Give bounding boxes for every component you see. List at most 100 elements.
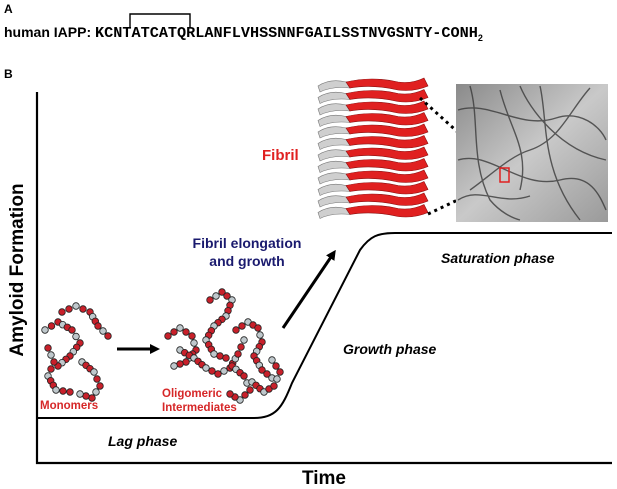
- fibril-strand-gray: [317, 172, 351, 185]
- axes: [35, 92, 612, 465]
- iapp-sequence: KCNTATCATQRLANFLVHSSNNFGAILSSTNVGSNTY-CO…: [95, 24, 478, 42]
- growth-phase-label: Growth phase: [343, 341, 437, 357]
- fibril-strand-red: [345, 204, 429, 218]
- fibril-structure: [317, 77, 429, 219]
- fibril-strand-red: [345, 158, 429, 172]
- fibril-strand-gray: [317, 126, 351, 139]
- peptide-bead: [216, 352, 224, 360]
- peptide-bead: [50, 358, 58, 366]
- fibril-strand-gray: [317, 91, 351, 104]
- peptide-bead: [272, 362, 280, 370]
- peptide-bead: [104, 332, 112, 340]
- fibril-strand-gray: [317, 160, 351, 173]
- fibril-strand-gray: [317, 183, 351, 196]
- micrograph-fiber: [519, 85, 607, 161]
- fibril-strand-red: [345, 135, 429, 149]
- peptide-bead: [268, 356, 276, 364]
- oligomeric-label-line2: Intermediates: [162, 402, 237, 414]
- peptide-bead: [256, 331, 264, 339]
- peptide-bead: [258, 366, 266, 374]
- peptide-bead: [176, 324, 184, 332]
- peptide-bead: [223, 292, 231, 300]
- micrograph-fiber: [457, 157, 607, 211]
- peptide-bead: [273, 375, 281, 383]
- x-axis-label: Time: [302, 468, 346, 489]
- peptide-bead: [90, 368, 98, 376]
- peptide-bead: [238, 322, 246, 330]
- peptide-bead: [96, 382, 104, 390]
- peptide-bead: [182, 328, 190, 336]
- y-axis-label: Amyloid Formation: [7, 183, 28, 356]
- peptide-bead: [276, 368, 284, 376]
- peptide-bead: [72, 332, 80, 341]
- peptide-bead: [237, 343, 245, 351]
- micrograph-fiber: [469, 85, 521, 221]
- oligomeric-label-line1: Oligomeric: [162, 388, 223, 400]
- peptide-bead: [254, 324, 262, 332]
- peptide-bead: [182, 358, 190, 366]
- peptide-bead: [66, 388, 74, 396]
- peptide-bead: [76, 390, 84, 398]
- peptide-bead: [170, 362, 178, 370]
- fibril-strand-gray: [317, 114, 351, 127]
- sigmoid-curve: [37, 232, 612, 419]
- peptide-bead: [263, 370, 271, 378]
- peptide-bead: [92, 388, 100, 396]
- peptide-bead: [246, 386, 254, 394]
- peptide-bead: [234, 350, 242, 358]
- peptide-bead: [210, 350, 218, 358]
- peptide-bead: [226, 390, 234, 398]
- peptide-bead: [47, 322, 56, 330]
- peptide-bead-chains: [41, 288, 284, 404]
- peptide-bead: [222, 354, 230, 362]
- peptide-bead: [176, 360, 184, 368]
- peptide-bead: [212, 292, 220, 300]
- peptide-bead: [208, 367, 216, 375]
- fibril-strand-gray: [317, 80, 351, 93]
- peptide-bead: [99, 327, 107, 335]
- micrograph-zoom-box: [499, 167, 510, 183]
- fibril-strand-red: [345, 77, 429, 91]
- peptide-bead: [65, 305, 73, 313]
- peptide-bead: [241, 391, 249, 399]
- fibril-strand-red: [345, 181, 429, 195]
- peptide-bead: [240, 372, 248, 380]
- micrograph-fiber: [457, 107, 607, 141]
- monomers-label: Monomers: [40, 400, 98, 412]
- peptide-bead: [206, 296, 214, 304]
- fibril-strand-gray: [317, 137, 351, 150]
- peptide-bead: [232, 326, 240, 334]
- elongation-label-line2: and growth: [209, 253, 284, 269]
- micrograph-fiber: [539, 85, 581, 221]
- lag-phase-label: Lag phase: [108, 433, 177, 449]
- micrograph-fiber: [469, 87, 591, 191]
- fibril-strand-gray: [317, 149, 351, 162]
- peptide-bead: [188, 332, 196, 340]
- iapp-sequence-line: human IAPP: KCNTATCATQRLANFLVHSSNNFGAILS…: [4, 24, 483, 43]
- fibril-strand-red: [345, 169, 429, 183]
- peptide-bead: [47, 351, 55, 359]
- peptide-bead: [47, 365, 55, 373]
- fibril-strand-red: [345, 89, 429, 103]
- fibril-strand-red: [345, 112, 429, 126]
- peptide-bead: [202, 364, 210, 372]
- elongation-arrow: [281, 249, 336, 329]
- peptide-bead: [240, 336, 248, 344]
- fibril-strand-gray: [317, 103, 351, 116]
- fibril-strand-gray: [317, 206, 351, 219]
- peptide-bead: [41, 326, 49, 334]
- panel-b-label: B: [4, 67, 13, 81]
- peptide-bead: [58, 308, 66, 316]
- peptide-bead: [79, 305, 87, 313]
- fibril-strand-red: [345, 146, 429, 160]
- peptide-bead: [94, 322, 102, 330]
- peptide-bead: [214, 370, 222, 378]
- peptide-bead: [52, 386, 60, 394]
- peptide-bead: [164, 332, 172, 340]
- fibril-label: Fibril: [262, 147, 299, 164]
- iapp-subscript: 2: [478, 33, 483, 43]
- peptide-bead: [218, 288, 226, 296]
- electron-micrograph: [456, 84, 608, 222]
- iapp-prefix: human IAPP:: [4, 24, 95, 40]
